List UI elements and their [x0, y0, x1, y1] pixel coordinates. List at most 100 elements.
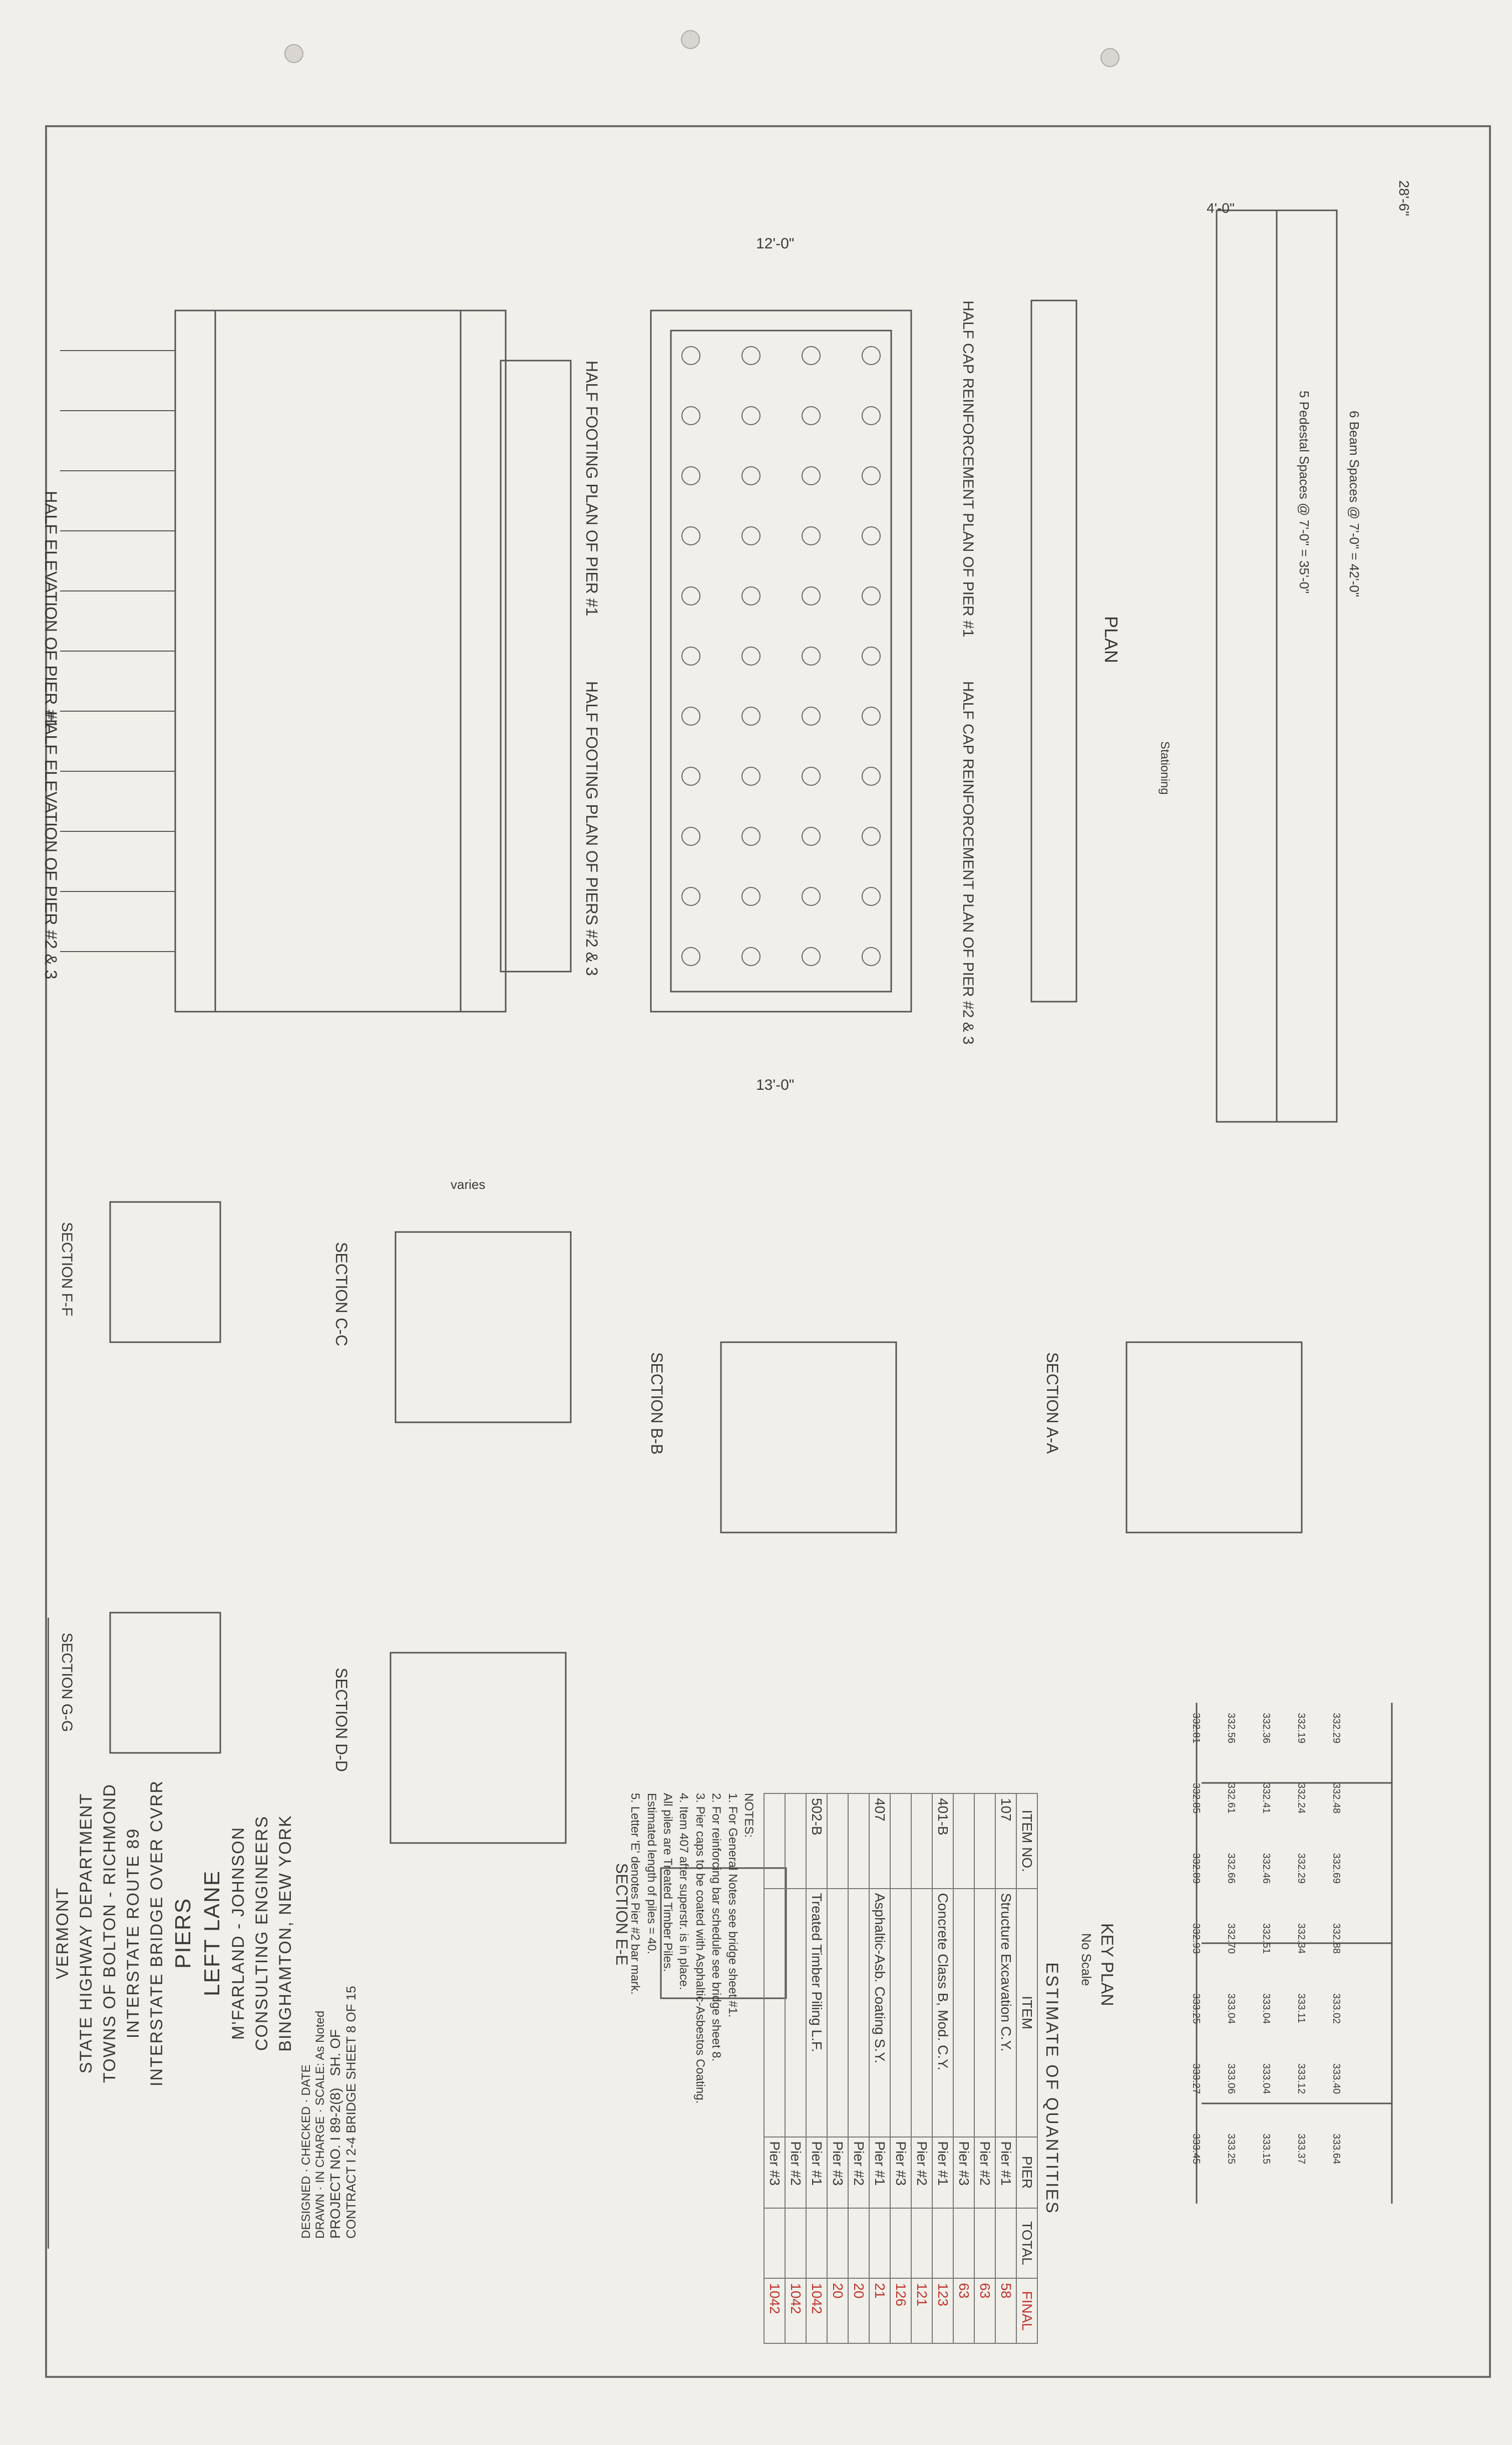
key-plan-elevation: 332.41: [1261, 1783, 1272, 1814]
key-plan-elevation: 333.40: [1331, 2063, 1342, 2094]
cell-item-no: 407: [869, 1793, 890, 1889]
cell-pier: Pier #1: [806, 2136, 827, 2208]
pile-circle: [802, 767, 821, 786]
pile-circle: [862, 827, 881, 846]
pile-circle: [802, 346, 821, 365]
key-plan-elevation: 332.61: [1226, 1783, 1237, 1814]
pile-circle: [862, 707, 881, 726]
cell-final: 1042: [764, 2278, 785, 2343]
tb-subject: PIERS: [171, 1897, 195, 1969]
tb-firm-role: CONSULTING ENGINEERS: [252, 1815, 271, 2051]
title-halfcap-23: HALF CAP REINFORCEMENT PLAN OF PIER #2 &…: [960, 681, 976, 1045]
section-c-c: [395, 1231, 572, 1423]
table-row: Pier #3 126: [890, 1793, 911, 2343]
estimate-title: ESTIMATE OF QUANTITIES: [1042, 1962, 1061, 2215]
dim-28ft: 28'-6": [1396, 180, 1412, 216]
cell-item: Treated Timber Piling L.F.: [806, 1888, 827, 2137]
tb-drawn: DRAWN: [313, 2194, 327, 2239]
tb-scale: SCALE: As Noted: [313, 2010, 327, 2106]
cell-final: 20: [827, 2278, 848, 2343]
table-row: 502-B Treated Timber Piling L.F. Pier #1…: [806, 1793, 827, 2343]
key-plan-elevation: 332.88: [1331, 1923, 1342, 1954]
col-total: TOTAL: [1016, 2208, 1037, 2279]
title-half-elev-1: HALF ELEVATION OF PIER #1: [41, 491, 60, 729]
key-plan-elevation: 332.85: [1191, 1783, 1202, 1814]
key-plan-elevation: 333.12: [1296, 2063, 1307, 2094]
note-item: 3. Pier caps to be coated with Asphaltic…: [693, 1793, 707, 2104]
note-item: 2. For reinforcing bar schedule see brid…: [709, 1793, 723, 2062]
title-key-plan: KEY PLAN: [1097, 1923, 1116, 2006]
pile-circle: [802, 586, 821, 605]
drawing-border: [45, 125, 1491, 2378]
pile-circle: [741, 947, 761, 966]
tb-firm: M'FARLAND - JOHNSON: [229, 1826, 248, 2040]
title-half-footing-23: HALF FOOTING PLAN OF PIERS #2 & 3: [583, 681, 601, 976]
title-section-bb: SECTION B-B: [648, 1352, 666, 1455]
estimate-table: ITEM NO. ITEM PIER TOTAL FINAL 107 Struc…: [764, 1793, 1038, 2344]
pile-circle: [681, 466, 700, 485]
pile-circle: [741, 707, 761, 726]
tb-project: PROJECT NO. I 89-2(8): [327, 2087, 343, 2239]
col-item-no: ITEM NO.: [1016, 1793, 1037, 1889]
dim-pedestal-spaces: 5 Pedestal Spaces @ 7'-0" = 35'-0": [1297, 391, 1312, 594]
key-plan-elevation: 332.51: [1261, 1923, 1272, 1954]
cell-item-no: 401-B: [932, 1793, 953, 1889]
table-row: Pier #3 20: [827, 1793, 848, 2343]
note-item: Estimated length of piles = 40.: [644, 1793, 658, 1955]
col-final: FINAL: [1016, 2278, 1037, 2343]
title-half-footing-1: HALF FOOTING PLAN OF PIER #1: [583, 361, 601, 617]
pile-circle: [862, 947, 881, 966]
key-plan-elevation: 332.24: [1296, 1783, 1307, 1814]
key-plan-elevation: 333.25: [1191, 1993, 1202, 2024]
pile-circle: [802, 707, 821, 726]
key-plan-elevation: 333.06: [1226, 2063, 1237, 2094]
section-a-a-2: [1125, 1341, 1303, 1534]
key-plan-elevation: 333.04: [1261, 2063, 1272, 2094]
cell-final: 58: [995, 2278, 1016, 2343]
pile-circle: [862, 346, 881, 365]
pile-circle: [741, 466, 761, 485]
estimate-of-quantities: ESTIMATE OF QUANTITIES ITEM NO. ITEM PIE…: [628, 1793, 1061, 2384]
footing-plan-outline: [650, 310, 912, 1013]
cell-item-no: 107: [995, 1793, 1016, 1889]
punch-hole: [284, 44, 303, 63]
pile-circle: [802, 526, 821, 545]
pile-circle: [681, 707, 700, 726]
pile-circle: [741, 346, 761, 365]
tb-contract: CONTRACT I 2-4 BRIDGE SHEET 8 OF 15: [343, 1986, 358, 2239]
section-a-a: [720, 1341, 897, 1534]
table-row: 107 Structure Excavation C.Y. Pier #1 58: [995, 1793, 1016, 2343]
pile-circle: [741, 767, 761, 786]
tb-firm-city: BINGHAMTON, NEW YORK: [276, 1814, 295, 2052]
table-row: Pier #2 121: [911, 1793, 932, 2343]
elevation-outline: [174, 310, 507, 1013]
note-item: 5. Letter 'E' denotes Pier #2 bar mark.: [628, 1793, 642, 1995]
key-plan-elevation: 332.29: [1331, 1713, 1342, 1744]
key-plan-elevation: 333.02: [1331, 1993, 1342, 2024]
key-plan-elevation: 333.15: [1261, 2133, 1272, 2165]
cell-pier: Pier #1: [995, 2136, 1016, 2208]
table-row: 401-B Concrete Class B, Mod. C.Y. Pier #…: [932, 1793, 953, 2343]
title-half-elev-23: HALF ELEVATION OF PIER #2 & 3: [41, 711, 60, 980]
cell-final: 20: [848, 2278, 869, 2343]
section-g-g: [109, 1612, 221, 1754]
pile-circle: [802, 647, 821, 666]
cell-pier: Pier #2: [785, 2136, 806, 2208]
table-row: Pier #2 1042: [785, 1793, 806, 2343]
cell-pier: Pier #1: [869, 2136, 890, 2208]
pile-circle: [862, 887, 881, 906]
cell-pier: Pier #3: [827, 2136, 848, 2208]
pile-circle: [862, 647, 881, 666]
note-item: All piles are Treated Timber Piles.: [661, 1793, 675, 1972]
pile-circle: [802, 466, 821, 485]
pile-circle: [681, 887, 700, 906]
key-plan-elevation: 332.70: [1226, 1923, 1237, 1954]
cell-item: Structure Excavation C.Y.: [995, 1888, 1016, 2137]
key-plan-elevation: 332.46: [1261, 1853, 1272, 1884]
note-item: 1. For General Notes see bridge sheet #1…: [725, 1793, 739, 2018]
notes-heading: NOTES:: [742, 1793, 755, 1838]
key-plan-elevation: 332.34: [1296, 1923, 1307, 1954]
cell-final: 121: [911, 2278, 932, 2343]
pile-circle: [741, 406, 761, 425]
